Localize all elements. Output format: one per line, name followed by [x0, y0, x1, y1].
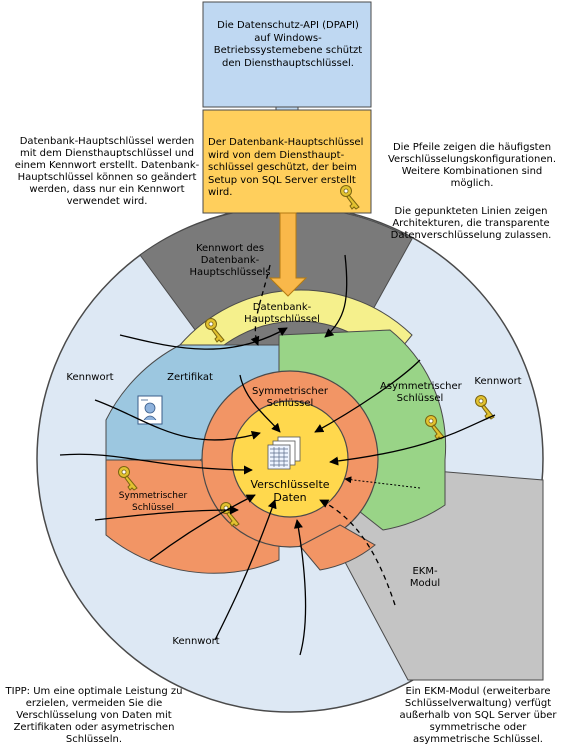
label-symmetric-key-outer: Symmetrischer Schlüssel	[118, 491, 188, 513]
label-asymmetric-key: Asymmetrischer Schlüssel	[380, 381, 462, 404]
label-symmetric-key-inner: Symmetrischer Schlüssel	[251, 386, 329, 409]
note-ekm-module: Ein EKM-Modul (erweiterbare Schlüsselver…	[399, 686, 557, 745]
label-password-right: Kennwort	[474, 376, 522, 387]
label-password-left: Kennwort	[66, 372, 114, 383]
label-dbmk-password: Kennwort des Datenbank-Hauptschlüssels	[189, 243, 271, 278]
dpapi-box	[202, 1, 372, 108]
note-tip: TIPP: Um eine optimale Leistung zu erzie…	[5, 686, 183, 745]
service-master-key-arrow	[268, 212, 308, 297]
label-certificate: Zertifikat	[167, 372, 213, 383]
note-database-master-key: Datenbank-Hauptschlüssel werden mit dem …	[14, 136, 200, 207]
dbmk-box-text: Der Datenbank-Hauptschlüssel wird von de…	[208, 137, 364, 198]
certificate-icon	[137, 395, 163, 425]
label-database-master-key: Datenbank-Hauptschlüssel	[244, 302, 320, 325]
note-arrows: Die Pfeile zeigen die häufigsten Verschl…	[387, 142, 556, 189]
encryption-arrows	[59, 254, 496, 656]
label-password-bottom: Kennwort	[172, 636, 220, 647]
symmetric-tail	[299, 524, 376, 571]
dpapi-box-text: Die Datenschutz-API (DPAPI) auf Windows-…	[213, 20, 363, 69]
label-ekm-module: EKM-Modul	[409, 566, 441, 589]
ekm-dotted-line	[344, 476, 421, 489]
label-encrypted-data: Verschlüsselte Daten	[250, 478, 330, 504]
tde-dotted-lines	[250, 264, 396, 606]
data-pages-icon	[267, 436, 301, 470]
note-dotted-lines: Die gepunkteten Linien zeigen Architektu…	[390, 206, 552, 241]
